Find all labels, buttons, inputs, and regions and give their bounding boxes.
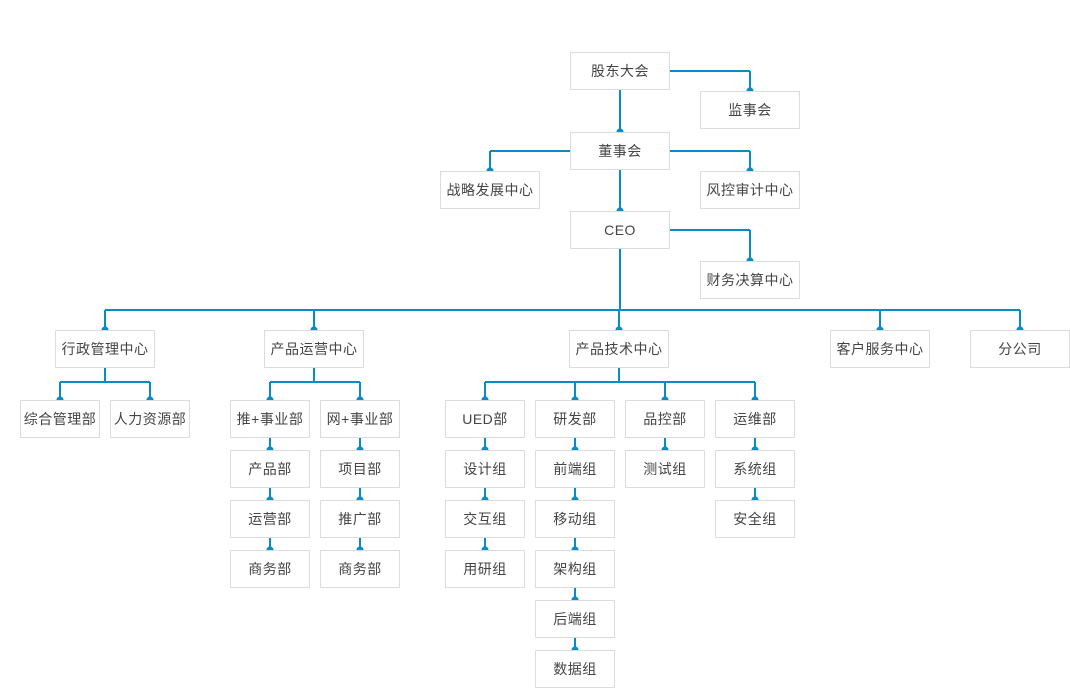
org-node-custserv[interactable]: 客户服务中心 (830, 330, 930, 368)
org-node-qa[interactable]: 品控部 (625, 400, 705, 438)
org-node-label: 研发部 (553, 411, 597, 427)
org-node-supervisory[interactable]: 监事会 (700, 91, 800, 129)
org-node-label: UED部 (462, 411, 508, 427)
org-node-board[interactable]: 董事会 (570, 132, 670, 170)
org-node-testgrp[interactable]: 测试组 (625, 450, 705, 488)
org-node-label: 用研组 (463, 561, 507, 577)
org-node-label: 监事会 (728, 102, 772, 118)
org-node-riskaudit[interactable]: 风控审计中心 (700, 171, 800, 209)
org-node-label: 数据组 (553, 661, 597, 677)
org-node-label: 运维部 (733, 411, 777, 427)
org-node-ops[interactable]: 运维部 (715, 400, 795, 438)
org-node-label: 系统组 (733, 461, 777, 477)
org-node-label: 产品技术中心 (575, 341, 663, 357)
org-node-label: 商务部 (248, 561, 292, 577)
org-node-general[interactable]: 综合管理部 (20, 400, 100, 438)
org-node-label: 移动组 (553, 511, 597, 527)
org-node-label: 前端组 (553, 461, 597, 477)
org-node-designgrp[interactable]: 设计组 (445, 450, 525, 488)
org-node-label: 财务决算中心 (706, 272, 794, 288)
org-node-ceo[interactable]: CEO (570, 211, 670, 249)
org-node-label: 交互组 (463, 511, 507, 527)
org-node-backendgrp[interactable]: 后端组 (535, 600, 615, 638)
org-node-label: 董事会 (598, 143, 642, 159)
org-node-researchgrp[interactable]: 用研组 (445, 550, 525, 588)
org-node-label: 战略发展中心 (446, 182, 534, 198)
org-node-strategy[interactable]: 战略发展中心 (440, 171, 540, 209)
org-node-project[interactable]: 项目部 (320, 450, 400, 488)
org-node-label: 产品运营中心 (270, 341, 358, 357)
org-node-finance[interactable]: 财务决算中心 (700, 261, 800, 299)
org-node-mobilegrp[interactable]: 移动组 (535, 500, 615, 538)
org-node-ued[interactable]: UED部 (445, 400, 525, 438)
org-node-datagrp[interactable]: 数据组 (535, 650, 615, 688)
org-node-business1[interactable]: 商务部 (230, 550, 310, 588)
org-node-label: 设计组 (463, 461, 507, 477)
org-node-archgrp[interactable]: 架构组 (535, 550, 615, 588)
org-node-label: 测试组 (643, 461, 687, 477)
org-node-label: 推+事业部 (236, 411, 304, 427)
org-node-frontendgrp[interactable]: 前端组 (535, 450, 615, 488)
org-node-label: 架构组 (553, 561, 597, 577)
org-node-label: 运营部 (248, 511, 292, 527)
org-node-prodtech[interactable]: 产品技术中心 (569, 330, 669, 368)
org-node-sysgrp[interactable]: 系统组 (715, 450, 795, 488)
org-node-label: 项目部 (338, 461, 382, 477)
org-node-label: 安全组 (733, 511, 777, 527)
org-node-tuiplus[interactable]: 推+事业部 (230, 400, 310, 438)
org-node-label: 股东大会 (591, 63, 649, 79)
org-node-product[interactable]: 产品部 (230, 450, 310, 488)
org-node-securitygrp[interactable]: 安全组 (715, 500, 795, 538)
org-node-label: 网+事业部 (326, 411, 394, 427)
org-node-shareholders[interactable]: 股东大会 (570, 52, 670, 90)
org-node-label: 品控部 (643, 411, 687, 427)
org-node-wangplus[interactable]: 网+事业部 (320, 400, 400, 438)
org-node-promotion[interactable]: 推广部 (320, 500, 400, 538)
org-node-rnd[interactable]: 研发部 (535, 400, 615, 438)
org-node-label: 风控审计中心 (706, 182, 794, 198)
org-node-branch[interactable]: 分公司 (970, 330, 1070, 368)
org-node-label: 客户服务中心 (836, 341, 924, 357)
org-node-business2[interactable]: 商务部 (320, 550, 400, 588)
org-node-label: 后端组 (553, 611, 597, 627)
org-node-interactgrp[interactable]: 交互组 (445, 500, 525, 538)
org-node-label: CEO (604, 222, 636, 238)
org-node-operation[interactable]: 运营部 (230, 500, 310, 538)
org-node-label: 推广部 (338, 511, 382, 527)
org-node-label: 产品部 (248, 461, 292, 477)
org-node-label: 行政管理中心 (61, 341, 149, 357)
org-node-label: 综合管理部 (23, 411, 97, 427)
org-node-hr[interactable]: 人力资源部 (110, 400, 190, 438)
org-node-admin[interactable]: 行政管理中心 (55, 330, 155, 368)
org-node-label: 商务部 (338, 561, 382, 577)
org-node-label: 人力资源部 (113, 411, 187, 427)
org-node-prodops[interactable]: 产品运营中心 (264, 330, 364, 368)
org-node-label: 分公司 (998, 341, 1042, 357)
